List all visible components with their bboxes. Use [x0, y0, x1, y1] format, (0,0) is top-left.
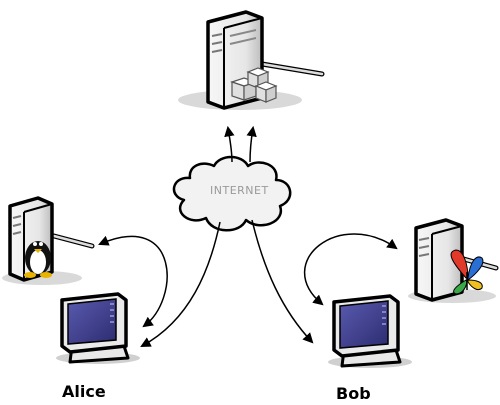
top-server	[178, 10, 325, 110]
internet-cloud: INTERNET	[172, 155, 292, 232]
bob-label: Bob	[336, 384, 371, 403]
linux-penguin-icon	[24, 241, 52, 278]
arrow-cloud-to-top-server-left	[224, 125, 235, 163]
arrow-cloud-to-top-server-right	[246, 125, 257, 163]
left-server	[2, 196, 95, 285]
butterfly-icon	[450, 249, 484, 295]
bob-monitor	[328, 294, 412, 368]
right-server	[408, 218, 499, 303]
alice-monitor	[56, 292, 140, 364]
arrow-cloud-to-alice	[140, 221, 221, 348]
alice-label: Alice	[62, 382, 106, 401]
packages-icon	[230, 67, 278, 103]
arrow-right-server-bob	[303, 233, 398, 306]
arrow-left-server-alice	[98, 235, 168, 328]
arrow-cloud-to-bob	[251, 219, 314, 344]
internet-label: INTERNET	[210, 184, 269, 197]
